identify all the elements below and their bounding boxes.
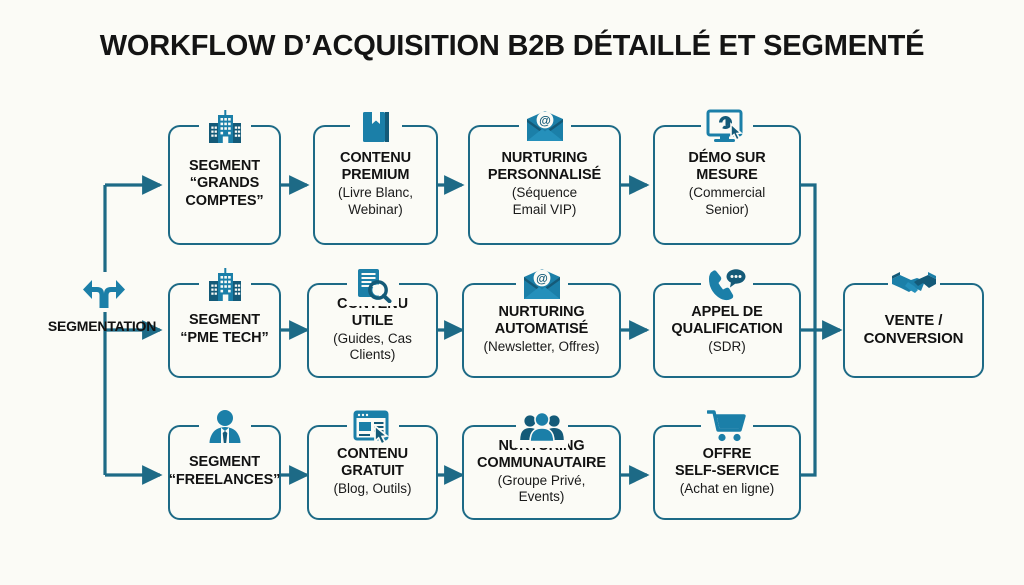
node-subtitle: (Achat en ligne) [679, 481, 775, 497]
node-subtitle: (SDR) [708, 339, 746, 355]
page-title: WORKFLOW D’ACQUISITION B2B DÉTAILLÉ ET S… [99, 30, 925, 62]
node-contenu-utile[interactable]: CONTENU UTILE (Guides, Cas Clients) [307, 264, 438, 378]
svg-text:@: @ [539, 113, 551, 127]
node-title: NURTURING PERSONNALISÉ [487, 150, 602, 184]
node-subtitle: (Livre Blanc, Webinar) [337, 185, 414, 217]
book-bookmark-icon [349, 106, 402, 148]
email-at-icon: @ [515, 264, 568, 306]
node-title: OFFRE SELF-SERVICE [674, 445, 780, 479]
node-title: SEGMENT “FREELANCES” [168, 454, 281, 488]
email-at-icon: @ [518, 106, 571, 148]
node-subtitle: (Blog, Outils) [333, 481, 412, 497]
svg-text:@: @ [536, 271, 548, 285]
document-magnifier-icon [346, 264, 399, 306]
office-building-icon [198, 264, 251, 306]
node-subtitle: (Guides, Cas Clients) [333, 330, 412, 363]
handshake-icon [887, 264, 940, 306]
node-appel-qualification[interactable]: APPEL DE QUALIFICATION (SDR) [653, 264, 801, 378]
node-subtitle: (Séquence Email VIP) [511, 185, 578, 217]
segmentation-label: SEGMENTATION [47, 318, 157, 334]
person-tie-icon [198, 406, 251, 448]
node-title: SEGMENT “PME TECH” [180, 312, 269, 346]
fork-arrows-icon [78, 272, 130, 312]
node-vente-conversion[interactable]: VENTE / CONVERSION [843, 264, 984, 378]
node-title: APPEL DE QUALIFICATION [671, 303, 783, 337]
node-segment-pme-tech[interactable]: SEGMENT “PME TECH” [168, 264, 281, 378]
office-building-icon [198, 106, 251, 148]
node-offre-self-service[interactable]: OFFRE SELF-SERVICE (Achat en ligne) [653, 406, 801, 520]
node-nurturing-communautaire[interactable]: NURTURING COMMUNAUTAIRE (Groupe Privé, E… [462, 406, 621, 520]
node-subtitle: (Commercial Senior) [688, 185, 766, 217]
webpage-click-icon [346, 406, 399, 448]
node-subtitle: (Groupe Privé, Events) [497, 472, 586, 505]
node-nurturing-personnalise[interactable]: @ NURTURING PERSONNALISÉ (Séquence Email… [468, 106, 621, 245]
phone-chat-icon [701, 264, 753, 306]
node-subtitle: (Newsletter, Offres) [483, 339, 600, 355]
node-title: NURTURING AUTOMATISÉ [494, 303, 589, 337]
node-title: VENTE / CONVERSION [863, 311, 964, 347]
node-segment-grands-comptes[interactable]: SEGMENT “GRANDS COMPTES” [168, 106, 281, 245]
node-contenu-premium[interactable]: CONTENU PREMIUM (Livre Blanc, Webinar) [313, 106, 438, 245]
shopping-cart-icon [701, 406, 753, 448]
node-demo-sur-mesure[interactable]: DÉMO SUR MESURE (Commercial Senior) [653, 106, 801, 245]
node-nurturing-automatise[interactable]: @ NURTURING AUTOMATISÉ (Newsletter, Offr… [462, 264, 621, 378]
node-title: DÉMO SUR MESURE [688, 150, 766, 184]
group-people-icon [515, 406, 568, 448]
node-title: CONTENU GRATUIT [337, 445, 408, 479]
node-title: SEGMENT “GRANDS COMPTES” [185, 158, 264, 209]
node-title: CONTENU PREMIUM [340, 150, 411, 184]
monitor-cursor-icon [701, 106, 753, 148]
node-contenu-gratuit[interactable]: CONTENU GRATUIT (Blog, Outils) [307, 406, 438, 520]
node-segment-freelances[interactable]: SEGMENT “FREELANCES” [168, 406, 281, 520]
